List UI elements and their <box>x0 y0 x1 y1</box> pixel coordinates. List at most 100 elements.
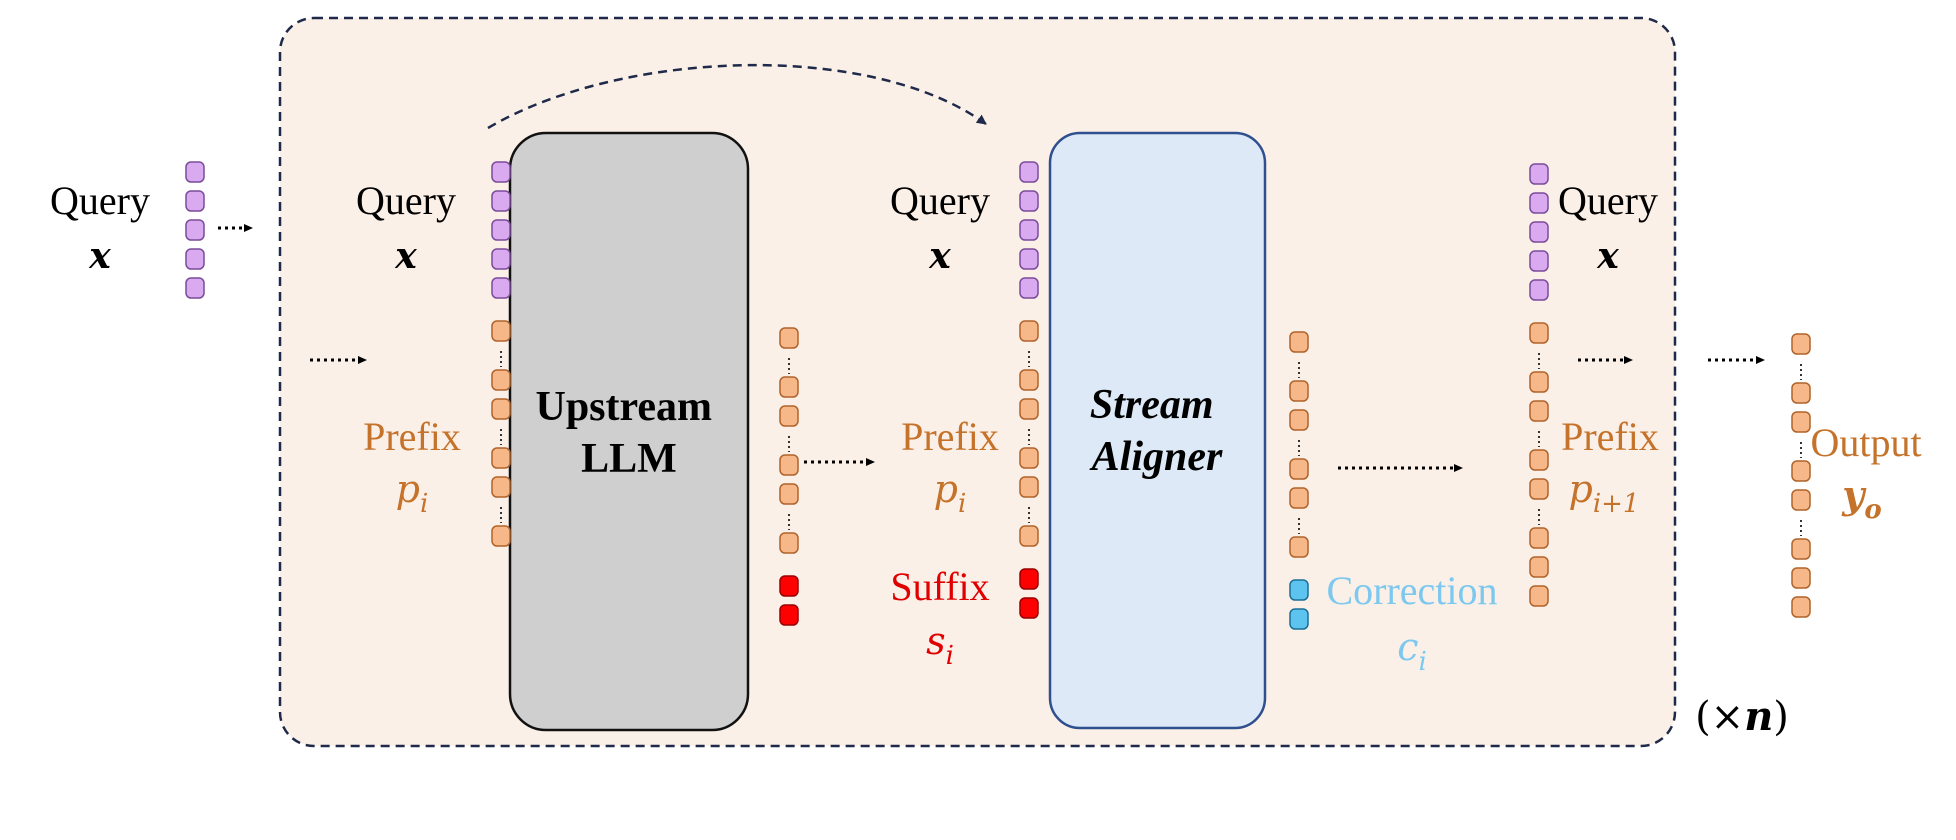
token-column-input <box>185 161 205 299</box>
stage2-query-symbol: x <box>928 235 951 277</box>
prefix-token <box>1289 458 1309 480</box>
query-token <box>1019 161 1039 183</box>
prefix-token <box>491 369 511 391</box>
prefix-token <box>1791 460 1811 482</box>
upstream-llm-box <box>508 131 750 732</box>
stage2-suffix-label: Suffix <box>890 564 989 609</box>
suffix-token <box>779 575 799 597</box>
stage2-prefix-symbol: pi <box>934 467 967 519</box>
upstream-llm-line1: Upstream <box>535 384 712 430</box>
query-token <box>1019 277 1039 299</box>
prefix-token <box>1019 476 1039 498</box>
suffix-token <box>779 604 799 626</box>
prefix-token <box>1529 556 1549 578</box>
prefix-token <box>779 483 799 505</box>
prefix-token <box>1791 411 1811 433</box>
correction-token <box>1289 579 1309 601</box>
query-token <box>1529 250 1549 272</box>
stream-aligner-line1: Stream <box>1090 382 1214 428</box>
prefix-token <box>1529 449 1549 471</box>
query-token <box>491 248 511 270</box>
stage1-query-label: Query <box>356 178 456 223</box>
prefix-token <box>1289 536 1309 558</box>
stage2-suffix-symbol: si <box>926 619 954 671</box>
query-token <box>491 219 511 241</box>
prefix-token <box>1019 398 1039 420</box>
prefix-token <box>491 476 511 498</box>
correction-token <box>1289 608 1309 630</box>
stream-aligner-label: Stream Aligner <box>1089 382 1224 480</box>
upstream-llm-label: Upstream LLM <box>535 384 722 482</box>
prefix-token <box>1529 585 1549 607</box>
flow-arrows <box>218 224 1765 472</box>
query-skip-arrow <box>487 63 987 130</box>
prefix-token <box>1791 382 1811 404</box>
stage2-query-label: Query <box>890 178 990 223</box>
prefix-token <box>1289 331 1309 353</box>
query-token <box>491 277 511 299</box>
query-token <box>491 161 511 183</box>
query-token <box>1019 190 1039 212</box>
input-query-symbol: x <box>88 235 111 277</box>
query-token <box>491 190 511 212</box>
correction-label: Correction <box>1326 568 1497 613</box>
prefix-token <box>1529 322 1549 344</box>
token-column-aligner-out <box>1289 331 1309 630</box>
prefix-token <box>1791 596 1811 618</box>
query-token <box>185 190 205 212</box>
prefix-token <box>779 405 799 427</box>
suffix-token <box>1019 597 1039 619</box>
prefix-token <box>1791 567 1811 589</box>
query-token <box>185 161 205 183</box>
query-token <box>1019 248 1039 270</box>
stage1-prefix-label: Prefix <box>363 414 461 459</box>
prefix-token <box>1019 525 1039 547</box>
token-column-stage1 <box>491 161 511 547</box>
token-column-llm-out <box>779 327 799 626</box>
prefix-token <box>1791 538 1811 560</box>
prefix-token <box>1019 369 1039 391</box>
prefix-token <box>491 320 511 342</box>
token-column-output <box>1791 333 1811 618</box>
prefix-token <box>779 327 799 349</box>
token-column-stage3 <box>1529 163 1549 607</box>
stage3-prefix-symbol: pi+1 <box>1569 467 1640 519</box>
stage2-prefix-label: Prefix <box>901 414 999 459</box>
prefix-token <box>779 454 799 476</box>
prefix-token <box>1019 320 1039 342</box>
prefix-token <box>1791 489 1811 511</box>
query-token <box>185 277 205 299</box>
prefix-token <box>491 398 511 420</box>
query-token <box>1529 163 1549 185</box>
suffix-token <box>1019 568 1039 590</box>
prefix-token <box>1529 371 1549 393</box>
prefix-token <box>491 447 511 469</box>
query-token <box>1019 219 1039 241</box>
query-token <box>185 248 205 270</box>
correction-symbol: ci <box>1397 625 1427 677</box>
prefix-token <box>779 376 799 398</box>
prefix-token <box>1019 447 1039 469</box>
prefix-token <box>1791 333 1811 355</box>
prefix-token <box>1289 487 1309 509</box>
stream-aligner-line2: Aligner <box>1089 434 1223 480</box>
input-query-label: Query <box>50 178 150 223</box>
query-token <box>1529 279 1549 301</box>
stage3-query-symbol: x <box>1596 235 1619 277</box>
prefix-token <box>1529 527 1549 549</box>
prefix-token <box>491 525 511 547</box>
stage3-prefix-label: Prefix <box>1561 414 1659 459</box>
stage3-query-label: Query <box>1558 178 1658 223</box>
query-token <box>1529 221 1549 243</box>
stream-aligner-box <box>1048 131 1267 730</box>
repeat-annotation: (×n) <box>1695 693 1789 740</box>
query-token <box>185 219 205 241</box>
prefix-token <box>1289 380 1309 402</box>
prefix-token <box>1529 478 1549 500</box>
stage1-prefix-symbol: pi <box>396 467 429 519</box>
token-column-stage2 <box>1019 161 1039 619</box>
prefix-token <box>1529 400 1549 422</box>
output-label: Output <box>1810 420 1921 465</box>
token-columns <box>185 161 1811 630</box>
